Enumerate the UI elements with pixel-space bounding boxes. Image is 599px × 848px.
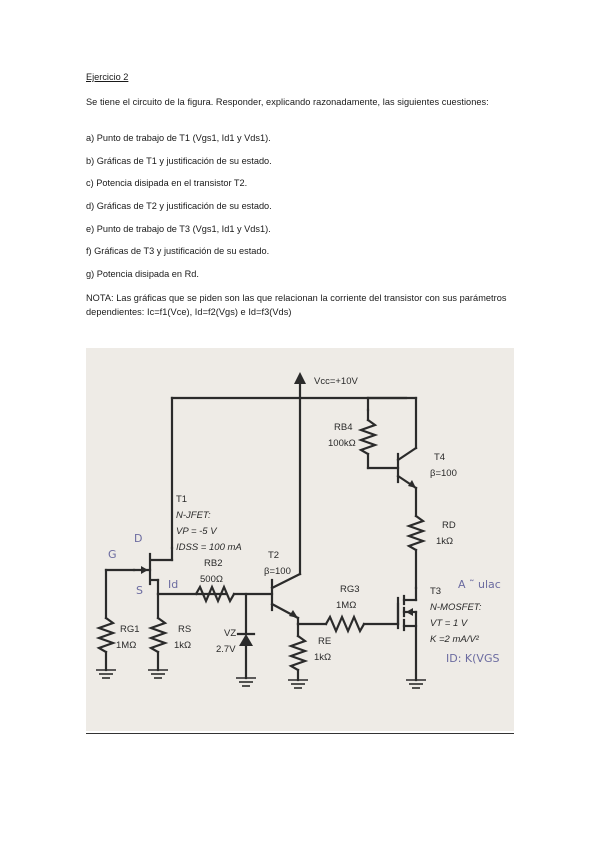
hand-note-1: A ˜ ulac — [458, 578, 501, 591]
question-d: d) Gráficas de T2 y justificación de su … — [86, 201, 272, 211]
t3-k: K =2 mA/V² — [430, 634, 480, 645]
hand-note-2: ID: K(VGS — [446, 652, 499, 665]
question-f: f) Gráficas de T3 y justificación de su … — [86, 246, 270, 256]
rd-resistor — [405, 514, 427, 552]
rd-value: 1kΩ — [436, 536, 453, 547]
vcc-arrow-icon — [294, 372, 306, 384]
rg1-resistor — [95, 616, 117, 654]
t4-beta: β=100 — [430, 468, 457, 479]
vz-value: 2.7V — [216, 644, 236, 655]
exercise-title: Ejercicio 2 — [86, 72, 129, 82]
question-g: g) Potencia disipada en Rd. — [86, 269, 199, 279]
hand-d: D — [134, 532, 142, 545]
rs-value: 1kΩ — [174, 640, 191, 651]
circuit-figure: Vcc=+10V RB4 100kΩ T4 β=100 RD 1kΩ T1 N-… — [86, 348, 514, 731]
rb2-name: RB2 — [204, 558, 222, 569]
question-e: e) Punto de trabajo de T3 (Vgs1, Id1 y V… — [86, 224, 271, 234]
bottom-rule — [86, 733, 514, 734]
rb4-value: 100kΩ — [328, 438, 356, 449]
hand-s: S — [136, 584, 143, 597]
circuit-diagram: Vcc=+10V RB4 100kΩ T4 β=100 RD 1kΩ T1 N-… — [95, 372, 501, 689]
re-name: RE — [318, 636, 331, 647]
rb2-resistor — [194, 584, 236, 604]
t3-vt: VT = 1 V — [430, 618, 469, 629]
rg3-resistor — [324, 614, 366, 634]
rg3-value: 1MΩ — [336, 600, 356, 611]
vcc-label: Vcc=+10V — [314, 376, 358, 387]
rd-name: RD — [442, 520, 456, 531]
rb4-resistor — [357, 418, 379, 456]
hand-g: G — [108, 548, 117, 561]
question-b: b) Gráficas de T1 y justificación de su … — [86, 156, 272, 166]
re-value: 1kΩ — [314, 652, 331, 663]
note-text: NOTA: Las gráficas que se piden son las … — [86, 293, 507, 317]
rg1-value: 1MΩ — [116, 640, 136, 651]
rb4-name: RB4 — [334, 422, 352, 433]
t1-type: N-JFET: — [176, 510, 211, 521]
re-resistor — [287, 634, 309, 672]
question-a: a) Punto de trabajo de T1 (Vgs1, Id1 y V… — [86, 133, 271, 143]
t1-name: T1 — [176, 494, 187, 505]
t1-vp: VP = -5 V — [176, 526, 218, 537]
t2-beta: β=100 — [264, 566, 291, 577]
t1-idss: IDSS = 100 mA — [176, 542, 242, 553]
rs-name: RS — [178, 624, 191, 635]
hand-id: Id — [168, 578, 178, 591]
zener-diode — [239, 634, 253, 646]
rs-resistor — [147, 616, 169, 654]
rb2-value: 500Ω — [200, 574, 223, 585]
intro-text: Se tiene el circuito de la figura. Respo… — [86, 97, 489, 107]
rg1-name: RG1 — [120, 624, 140, 635]
rg3-name: RG3 — [340, 584, 360, 595]
t4-name: T4 — [434, 452, 445, 463]
t3-name: T3 — [430, 586, 441, 597]
t2-name: T2 — [268, 550, 279, 561]
t3-type: N-MOSFET: — [430, 602, 482, 613]
question-c: c) Potencia disipada en el transistor T2… — [86, 178, 248, 188]
vz-name: VZ — [224, 628, 236, 639]
